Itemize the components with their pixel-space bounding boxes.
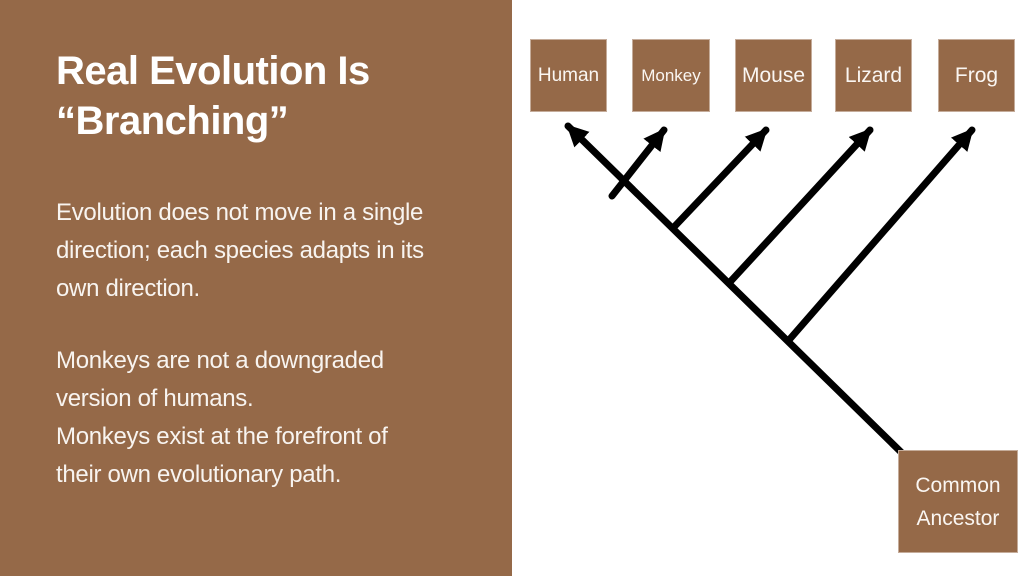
trunk-arrow-to-human xyxy=(564,122,907,458)
left-text-panel: Real Evolution Is “Branching” Evolution … xyxy=(0,0,512,576)
species-label-frog: Frog xyxy=(954,63,999,87)
species-box-monkey: Monkey xyxy=(632,39,710,112)
branch-arrow-to-monkey xyxy=(608,126,668,200)
common-ancestor-box: Common Ancestor xyxy=(898,450,1018,553)
species-box-lizard: Lizard xyxy=(835,39,912,112)
species-label-mouse: Mouse xyxy=(741,63,806,87)
paragraph-evolution-direction: Evolution does not move in a single dire… xyxy=(56,199,424,302)
branch-arrow-to-frog xyxy=(785,126,976,344)
species-label-human: Human xyxy=(537,64,600,86)
species-box-mouse: Mouse xyxy=(735,39,812,112)
branch-arrow-to-lizard xyxy=(726,126,874,286)
page-title: Real Evolution Is “Branching” xyxy=(56,49,370,143)
species-label-lizard: Lizard xyxy=(844,63,903,87)
species-box-frog: Frog xyxy=(938,39,1015,112)
branch-arrow-to-mouse xyxy=(670,126,770,231)
paragraph-monkeys-path: Monkeys are not a downgraded version of … xyxy=(56,347,388,488)
species-box-human: Human xyxy=(530,39,607,112)
species-label-monkey: Monkey xyxy=(641,65,701,85)
